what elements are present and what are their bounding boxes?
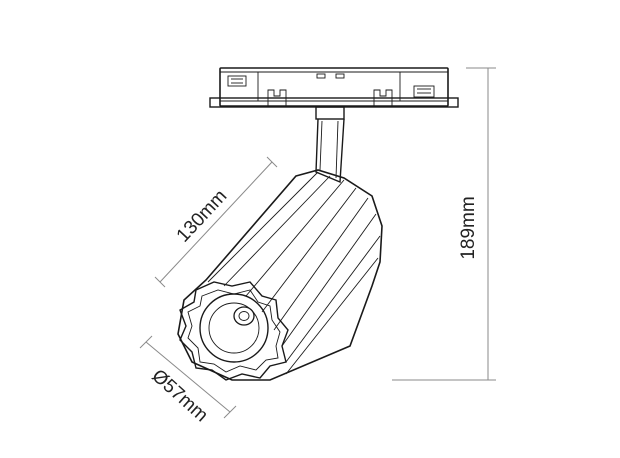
spotlight-body — [177, 169, 383, 381]
diameter-label: Ø57mm — [148, 366, 212, 427]
track-adapter — [209, 67, 459, 108]
height-dimension: 189mm — [392, 67, 496, 381]
height-label: 189mm — [458, 196, 479, 259]
stem — [315, 106, 345, 184]
